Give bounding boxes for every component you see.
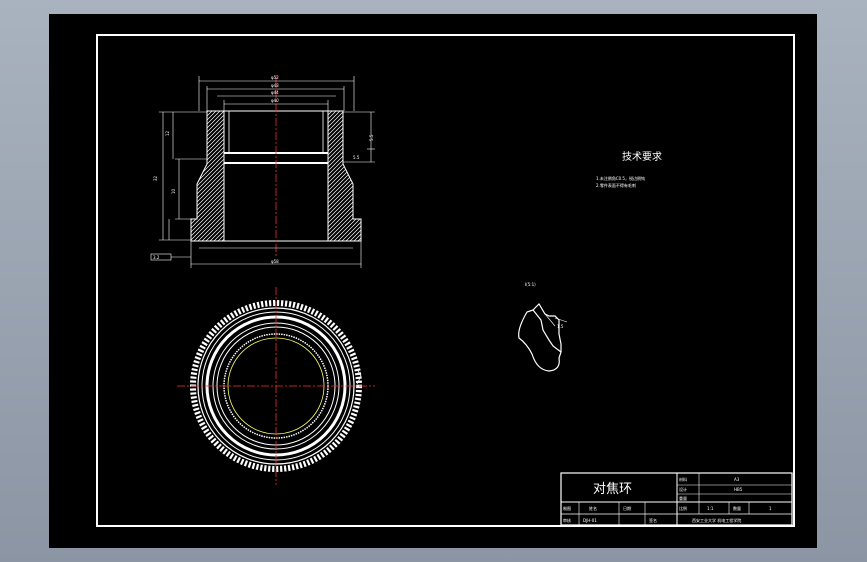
tech-item-2: 2.零件表面不得有毛刺: [596, 182, 636, 188]
svg-text:12: 12: [165, 130, 170, 136]
tech-requirements: 技术要求 1.未注倒角C0.5，锐边倒钝 2.零件表面不得有毛刺: [596, 150, 662, 188]
svg-text:1.5: 1.5: [557, 324, 564, 329]
plan-view: [177, 287, 375, 485]
tech-item-1: 1.未注倒角C0.5，锐边倒钝: [596, 175, 645, 181]
svg-text:φ40: φ40: [271, 98, 279, 103]
sign-label: 签名: [649, 517, 657, 523]
left-wall-section: [190, 110, 225, 242]
material-value: A3: [734, 477, 740, 482]
design-value: HB5: [734, 487, 743, 492]
right-wall-section: [327, 110, 362, 242]
school-name: 西安工业大学 机电工程学院: [692, 517, 741, 523]
svg-text:5.5: 5.5: [353, 155, 360, 160]
svg-text:φ52: φ52: [271, 75, 279, 80]
svg-text:32: 32: [153, 175, 158, 181]
title-block: 对焦环 材料 A3 设计 HB5 重量 比例 1:1 数量 1 制图 审核 姓名…: [560, 472, 793, 526]
bottom-dimensions: [190, 241, 362, 268]
qty-label: 数量: [733, 505, 741, 511]
ratio-value: 1:1: [707, 506, 714, 511]
material-label: 材料: [679, 476, 687, 482]
drawn-label: 制图: [563, 505, 571, 511]
date-label: 日期: [623, 505, 631, 511]
outer-frame: [96, 34, 795, 527]
svg-text:3.2: 3.2: [153, 255, 160, 260]
ratio-label: 比例: [679, 505, 687, 511]
top-dimensions: [198, 76, 355, 111]
design-label: 设计: [679, 486, 687, 492]
section-view: φ52 φ48 φ44 φ40 32 12 10 3.2 5.5 5.5 φ58: [150, 75, 375, 268]
detail-label: I(5:1): [525, 282, 536, 287]
cad-viewport[interactable]: φ52 φ48 φ44 φ40 32 12 10 3.2 5.5 5.5 φ58: [49, 14, 817, 548]
qty-value: 1: [769, 506, 772, 511]
svg-text:φ58: φ58: [271, 259, 279, 264]
svg-text:φ48: φ48: [271, 83, 279, 88]
cad-drawing: φ52 φ48 φ44 φ40 32 12 10 3.2 5.5 5.5 φ58: [96, 34, 795, 527]
weight-label: 重量: [679, 495, 687, 501]
checked-label: 审核: [563, 517, 571, 523]
part-name: 对焦环: [593, 482, 632, 497]
svg-text:10: 10: [171, 188, 176, 194]
detail-view: I(5:1) 1.5: [518, 282, 568, 372]
right-dimensions: [343, 111, 375, 163]
tech-title: 技术要求: [622, 150, 662, 163]
name-label: 姓名: [589, 505, 597, 511]
svg-text:5.5: 5.5: [369, 134, 374, 141]
drawing-no: DJH-01: [583, 518, 597, 523]
svg-text:φ44: φ44: [271, 90, 279, 95]
left-dimensions: [159, 111, 207, 241]
